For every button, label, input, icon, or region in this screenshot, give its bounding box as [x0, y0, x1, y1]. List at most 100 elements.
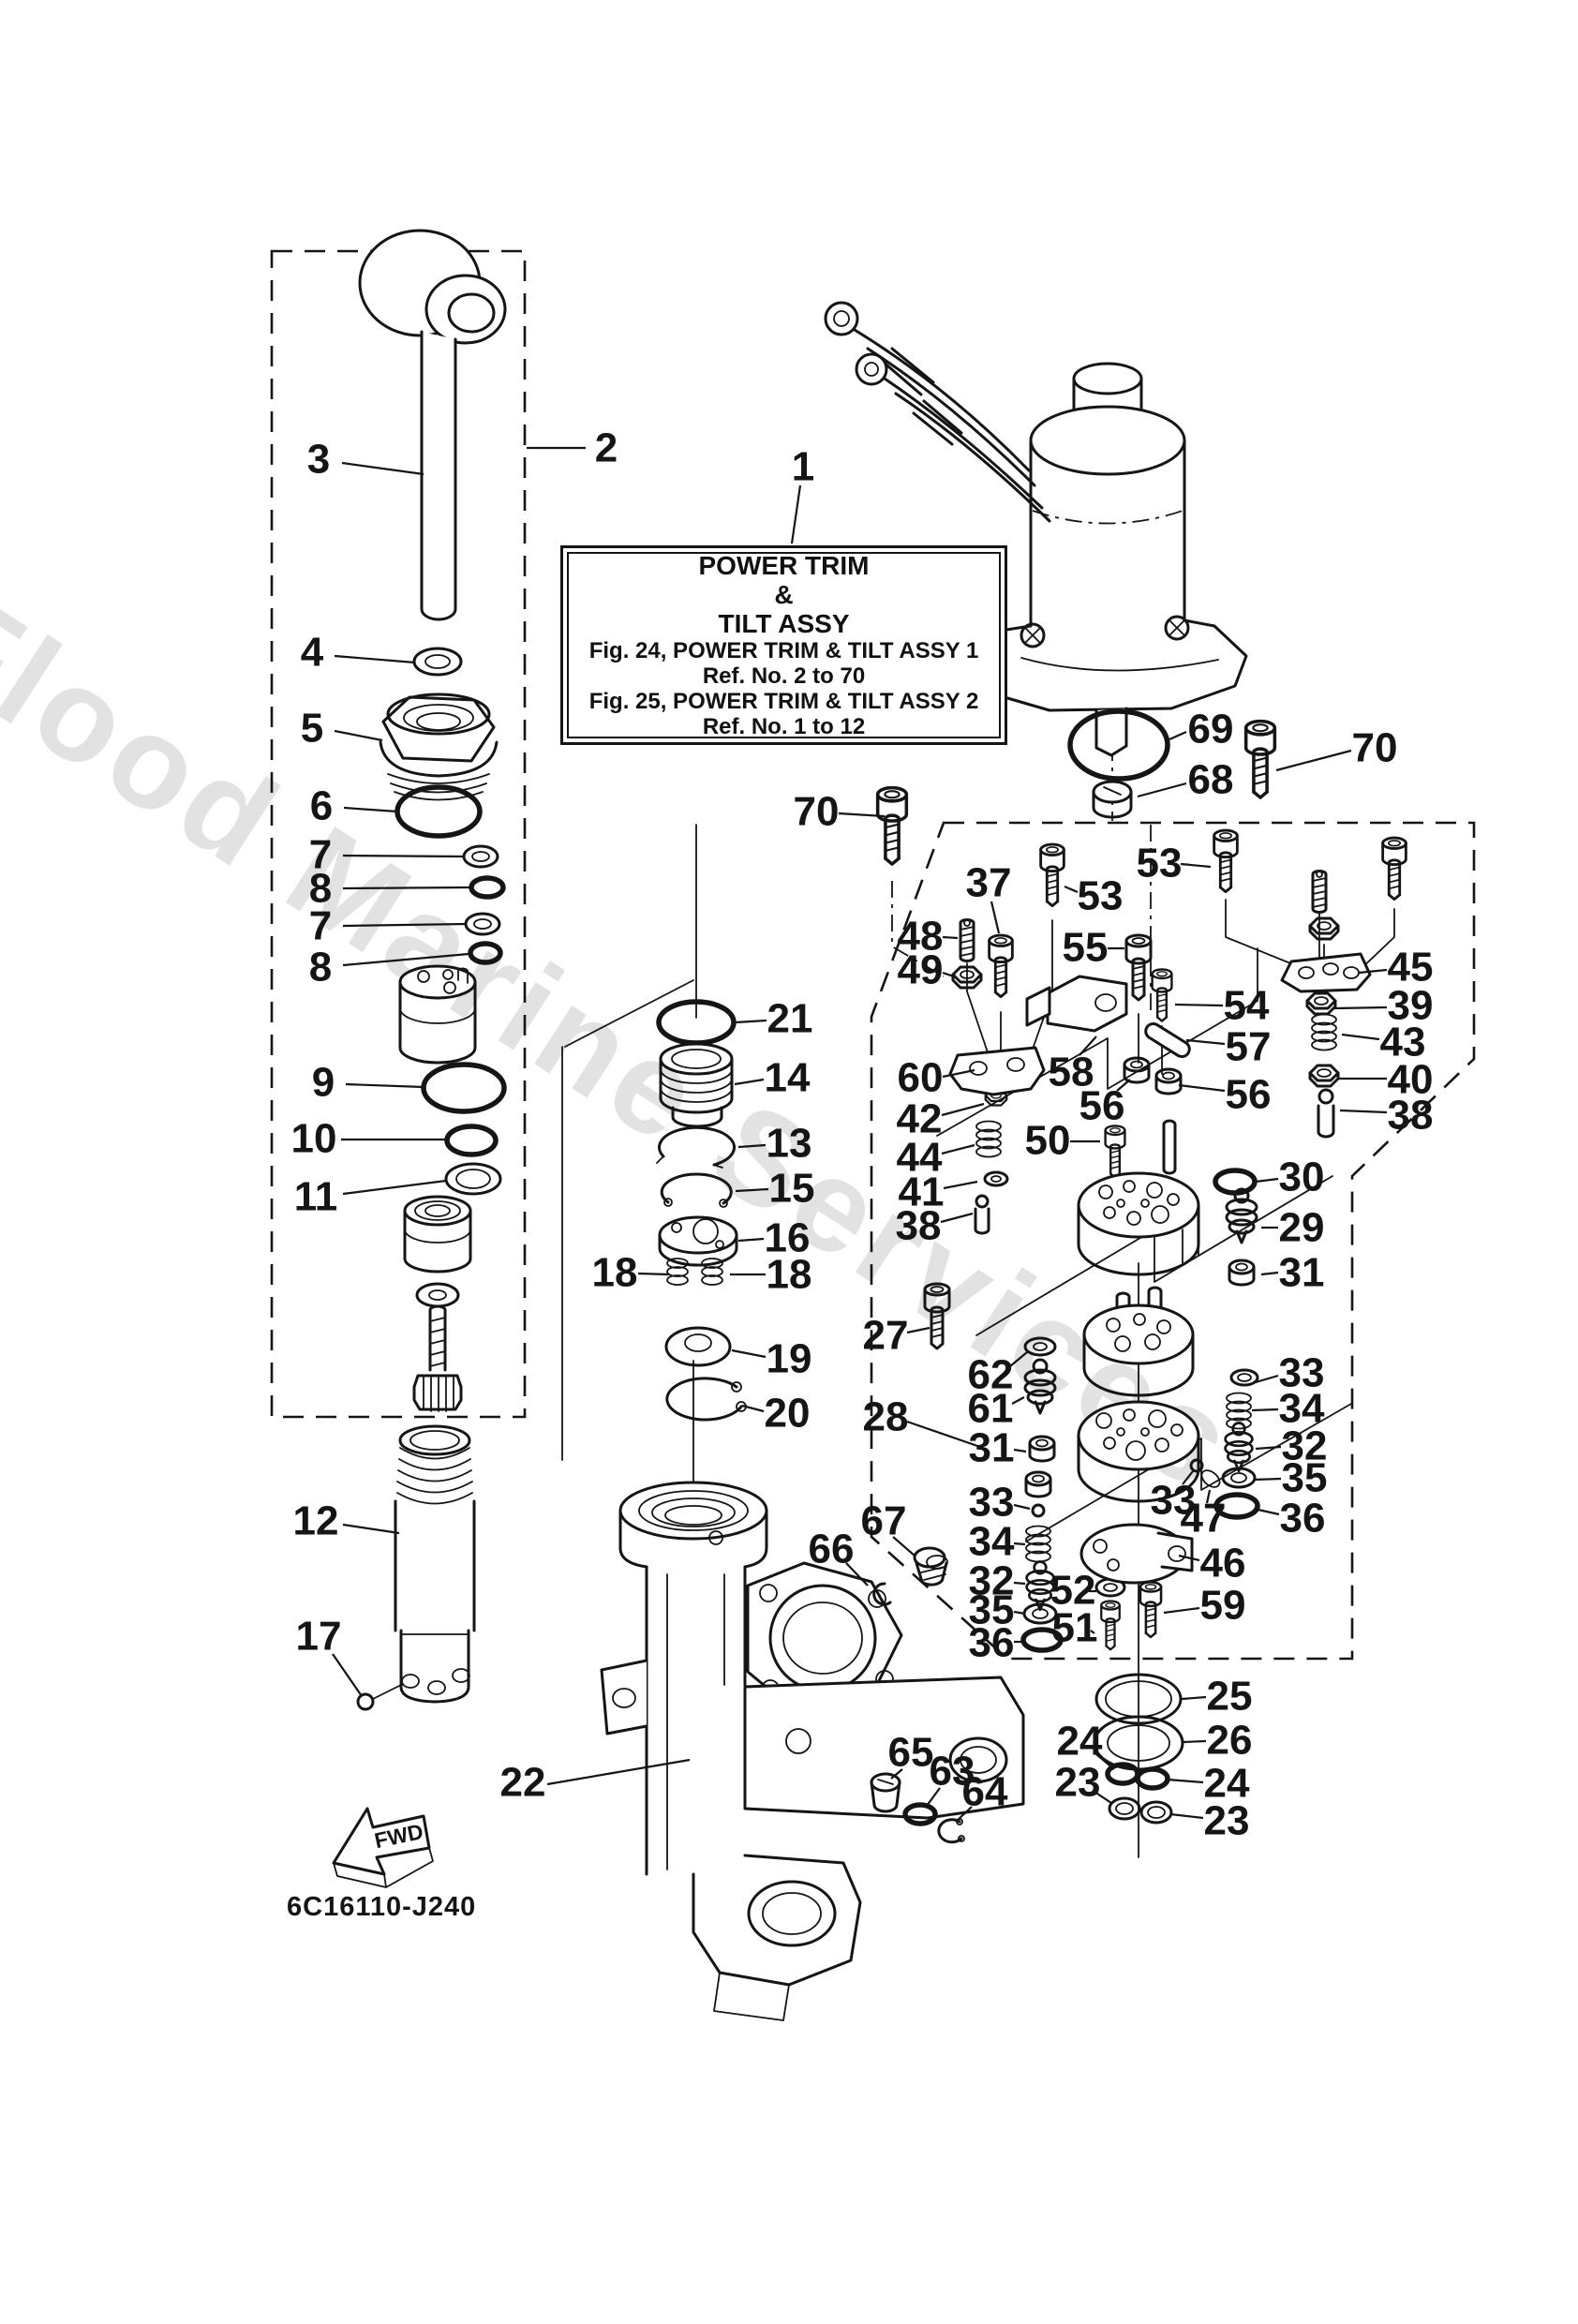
leader-line [735, 1187, 769, 1193]
callout-number: 70 [794, 789, 840, 835]
leader-line [343, 806, 398, 813]
callout-number: 24 [1057, 1719, 1103, 1765]
callout-number: 30 [1279, 1155, 1325, 1200]
leader-line [1174, 1003, 1224, 1007]
leader-line [342, 1179, 447, 1196]
callout-number: 51 [1052, 1605, 1098, 1651]
leader-line [1095, 1753, 1115, 1770]
free-piston-drawing [398, 964, 507, 1412]
callout-number: 36 [969, 1620, 1015, 1666]
callout-number: 23 [1055, 1760, 1101, 1806]
leader-line [1255, 1374, 1279, 1384]
callout-number: 70 [1352, 725, 1398, 771]
callout-number: 61 [968, 1386, 1014, 1432]
callout-number: 43 [1380, 1020, 1426, 1065]
info-title-line: TILT ASSY [718, 609, 850, 638]
leader-line [943, 1180, 978, 1190]
callout-number: 9 [312, 1060, 335, 1106]
callout-number: 18 [767, 1252, 812, 1298]
callout-number: 23 [1204, 1798, 1250, 1844]
leader-line [906, 1326, 930, 1334]
info-fig-line: Fig. 25, POWER TRIM & TILT ASSY 2 [588, 689, 979, 714]
callout-number: 40 [1388, 1057, 1434, 1103]
leader-line [990, 901, 1001, 934]
callout-number: 25 [1207, 1674, 1253, 1720]
callout-number: 33 [1151, 1478, 1197, 1524]
callout-number: 49 [898, 947, 944, 993]
callout-number: 53 [1078, 873, 1124, 919]
leader-line [942, 1068, 975, 1079]
leader-line [1169, 1812, 1204, 1820]
callout-number: 4 [301, 630, 324, 676]
leader-line [790, 484, 802, 544]
callout-number: 67 [861, 1498, 907, 1544]
callout-number: 20 [765, 1391, 811, 1437]
callout-number: 37 [966, 860, 1012, 906]
callout-number: 42 [897, 1096, 943, 1142]
leader-line [737, 1237, 765, 1243]
info-box: POWER TRIM & TILT ASSY Fig. 24, POWER TR… [560, 545, 1007, 745]
leader-line [1339, 1109, 1388, 1114]
callout-number: 11 [294, 1174, 338, 1220]
leader-line [332, 1653, 363, 1697]
callout-number: 10 [291, 1116, 337, 1162]
callout-number: 55 [1063, 925, 1109, 971]
leader-line [334, 654, 416, 664]
callout-number: 59 [1200, 1583, 1246, 1629]
callout-number: 31 [1279, 1250, 1325, 1296]
leader-line [734, 1078, 765, 1086]
leader-line [731, 1348, 767, 1359]
callout-number: 16 [765, 1215, 811, 1261]
callout-number: 39 [1388, 983, 1434, 1029]
callout-number: 58 [1049, 1050, 1094, 1095]
leader-line [941, 1102, 985, 1117]
callout-number: 38 [1388, 1093, 1434, 1139]
leader-line [1181, 1695, 1207, 1701]
leader-line [942, 935, 959, 940]
leader-line [1011, 1396, 1025, 1405]
callout-number: 5 [301, 706, 323, 752]
callout-number: 41 [899, 1169, 945, 1215]
leader-line [342, 1523, 400, 1535]
leader-line [341, 461, 424, 476]
leader-line [845, 1562, 869, 1587]
leader-line [345, 1082, 424, 1089]
callout-number: 44 [897, 1135, 943, 1181]
leader-line [1253, 1477, 1282, 1482]
leader-line [892, 1536, 916, 1557]
leader-line [342, 854, 465, 858]
leader-line [741, 1404, 765, 1413]
callout-number: 12 [293, 1498, 339, 1544]
callout-number: 1 [792, 444, 814, 490]
leader-line [1064, 885, 1079, 894]
callout-number: 35 [969, 1587, 1015, 1633]
leader-line [1182, 1470, 1194, 1485]
manual-release-parts-drawing [870, 1546, 965, 1844]
leader-line [1167, 1778, 1204, 1784]
callout-number: 13 [767, 1121, 812, 1167]
leader-line [926, 1787, 941, 1807]
leader-line [1013, 1542, 1026, 1546]
leader-line [546, 1758, 691, 1786]
callout-number: 21 [767, 996, 813, 1042]
leader-lines [332, 446, 1388, 1823]
leader-line [342, 922, 467, 928]
callout-number: 66 [809, 1527, 855, 1572]
callout-number: 3 [307, 437, 330, 483]
leader-line [838, 812, 886, 818]
callout-number: 47 [1181, 1496, 1227, 1542]
leader-line [1275, 749, 1352, 772]
callout-number: 46 [1200, 1541, 1246, 1587]
leader-line [955, 1806, 973, 1823]
trim-motor-drawing [824, 301, 1248, 757]
callout-number: 54 [1224, 983, 1270, 1029]
leader-line [1013, 1503, 1031, 1511]
callout-number: 34 [969, 1519, 1015, 1565]
figure-code: 6C16110-J240 [287, 1892, 476, 1922]
callout-number: 52 [1050, 1568, 1096, 1614]
leader-line [735, 1019, 767, 1024]
leader-line [890, 1768, 903, 1780]
callout-number: 45 [1388, 945, 1434, 991]
